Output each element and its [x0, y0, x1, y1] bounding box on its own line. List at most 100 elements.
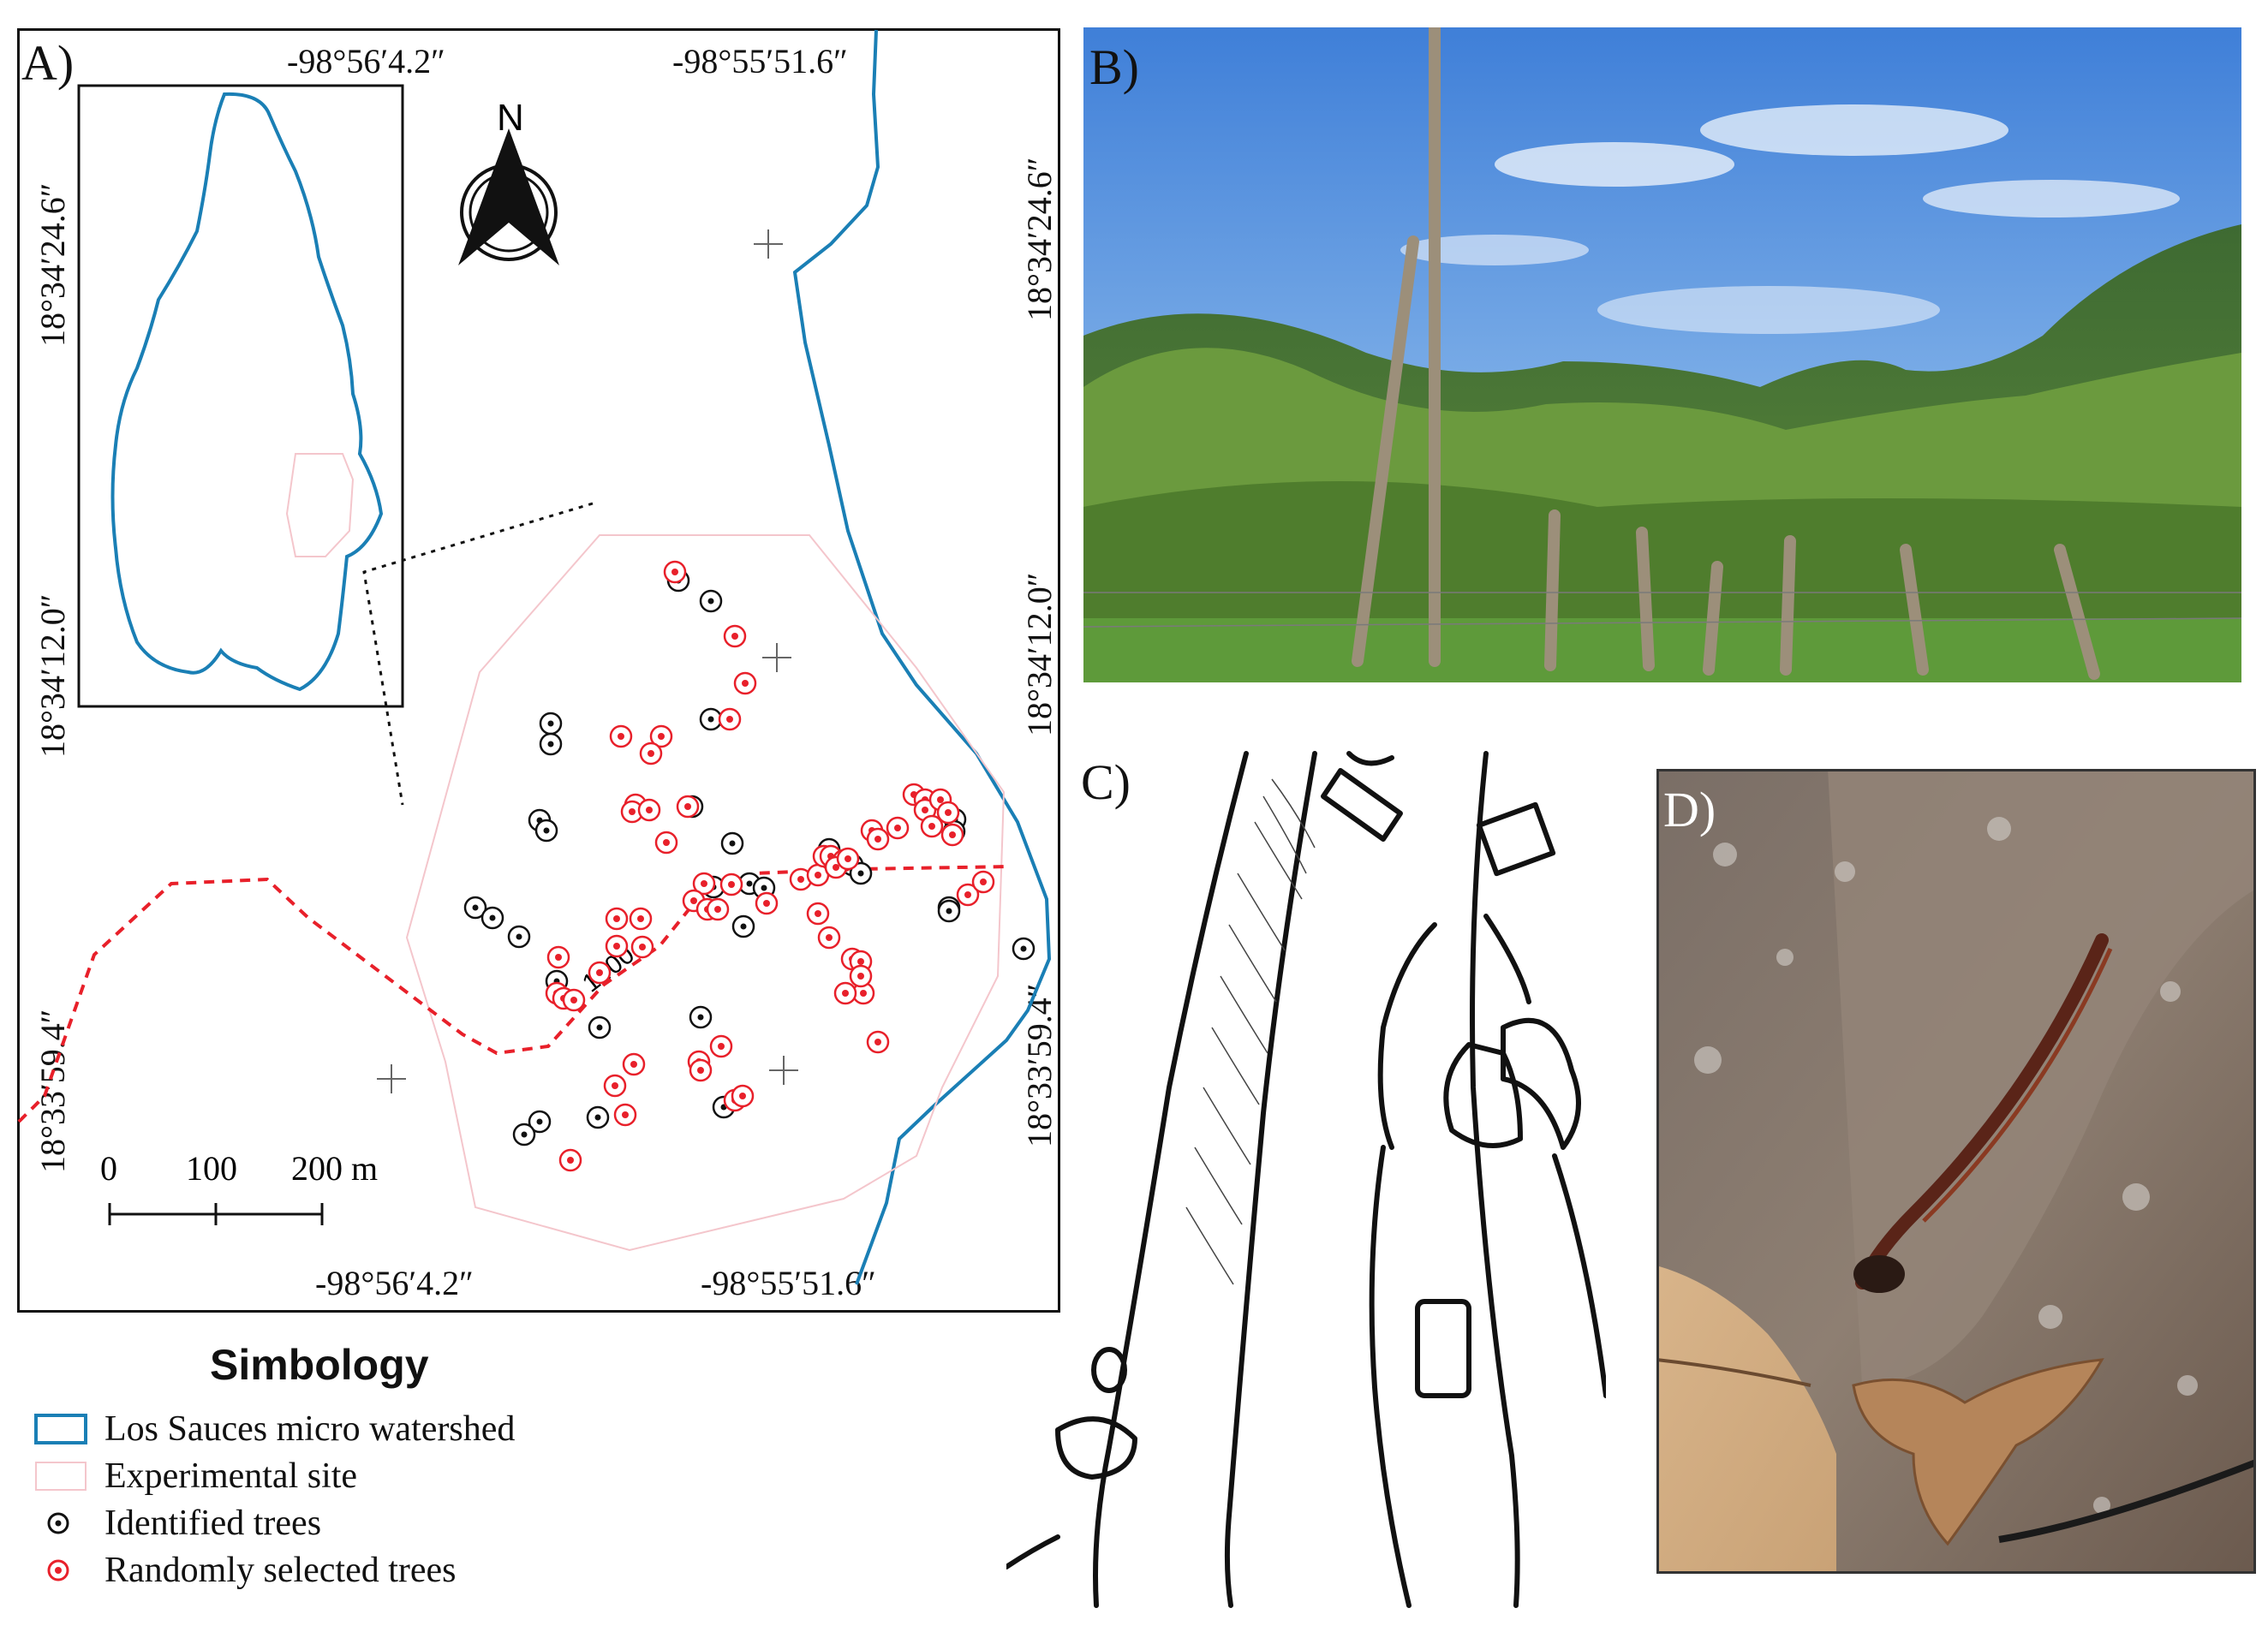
random-tree-marker: [940, 823, 964, 847]
trunk-left-edge: [1093, 751, 1249, 1608]
legend-watershed-swatch: [34, 1412, 87, 1446]
identified-trees-layer: [463, 569, 1036, 1147]
identified-tree-marker: [586, 1105, 610, 1129]
panel-b-label: B): [1089, 39, 1139, 95]
legend-random: Randomly selected trees: [34, 1550, 457, 1591]
random-trees-layer: [545, 560, 995, 1172]
legend-identified: Identified trees: [34, 1503, 321, 1544]
identified-tree-marker: [731, 914, 755, 938]
random-tree-marker: [806, 863, 830, 887]
north-label: N: [497, 97, 524, 139]
random-tree-marker: [562, 988, 586, 1012]
legend-title: Simbology: [210, 1341, 429, 1389]
random-tree-marker: [849, 964, 873, 988]
mallet-head: [1476, 801, 1556, 877]
random-tree-marker: [613, 1103, 637, 1127]
bark-photo: [1656, 769, 2256, 1574]
random-tree-marker: [866, 827, 890, 851]
identified-tree-marker: [588, 1016, 612, 1039]
random-tree-marker: [723, 624, 747, 648]
legend-random-label: Randomly selected trees: [104, 1551, 457, 1590]
random-tree-marker: [630, 935, 654, 959]
random-tree-marker: [609, 724, 633, 748]
worker-body: [1369, 1145, 1606, 1608]
random-tree-marker: [605, 907, 629, 931]
random-tree-marker: [936, 801, 960, 825]
identified-tree-marker: [720, 831, 744, 855]
trunk-right-edge: [1470, 751, 1520, 1608]
random-tree-marker: [629, 907, 653, 931]
random-tree-marker: [806, 902, 830, 926]
identified-tree-marker: [849, 861, 873, 885]
random-tree-marker: [676, 795, 700, 819]
random-tree-marker: [622, 1052, 646, 1076]
identified-tree-marker: [528, 1110, 552, 1134]
random-tree-marker: [654, 831, 678, 855]
identified-tree-marker: [539, 732, 563, 756]
random-tree-marker: [718, 707, 742, 731]
inset-site-outline: [285, 453, 355, 557]
legend-watershed: Los Sauces micro watershed: [34, 1409, 515, 1450]
random-tree-marker: [689, 1058, 713, 1082]
random-tree-marker: [755, 891, 779, 915]
worker-hat: [1501, 1017, 1581, 1150]
identified-tree-marker: [512, 1123, 536, 1147]
identified-tree-marker: [539, 712, 563, 736]
random-tree-marker: [836, 847, 860, 871]
grid-crosses: [377, 229, 798, 1093]
random-tree-marker: [588, 961, 612, 985]
identified-tree-marker: [699, 707, 723, 731]
worker-arm-upper: [1377, 922, 1437, 1150]
worker-pocket: [1415, 1299, 1471, 1398]
inset-frame: [77, 84, 404, 708]
tapping-illustration: [1006, 751, 1606, 1608]
random-tree-marker: [706, 897, 730, 921]
random-tree-marker: [956, 883, 980, 907]
legend-watershed-label: Los Sauces micro watershed: [104, 1409, 516, 1449]
inset-watershed-outline: [110, 92, 384, 692]
identified-tree-marker: [1012, 937, 1036, 961]
identified-tree-marker: [689, 1005, 713, 1029]
random-tree-marker: [603, 1074, 627, 1098]
random-tree-marker: [833, 981, 857, 1005]
identified-tree-marker: [507, 925, 531, 949]
random-tree-marker: [731, 1084, 755, 1108]
random-tree-marker: [719, 873, 743, 896]
random-tree-marker: [971, 870, 995, 894]
watershed-boundary: [792, 29, 1052, 1285]
map-panel: [17, 28, 1060, 1313]
identified-tree-marker: [480, 906, 504, 930]
random-tree-marker: [692, 872, 716, 896]
scale-200: 200 m: [291, 1149, 378, 1188]
bark-photo-frame: [1656, 769, 2256, 1574]
random-tree-marker: [866, 1030, 890, 1054]
random-tree-marker: [886, 816, 910, 840]
worker-head: [1443, 1042, 1523, 1148]
panel-a-label: A): [21, 35, 75, 91]
landscape-photo: [1083, 27, 2241, 682]
top-lon-left: -98°56′4.2″: [287, 42, 445, 80]
random-tree-marker: [620, 800, 644, 824]
bottom-lon-left: -98°56′4.2″: [315, 1264, 474, 1302]
scale-100: 100: [186, 1149, 237, 1188]
random-tree-marker: [920, 814, 944, 838]
legend-identified-icon: [34, 1506, 87, 1540]
random-tree-marker: [546, 945, 570, 969]
top-lon-right: -98°55′51.6″: [672, 42, 848, 80]
chisel-handle: [1321, 768, 1403, 842]
random-tree-marker: [733, 671, 757, 695]
dry-leaf: [1852, 1358, 2104, 1546]
identified-tree-marker: [463, 896, 487, 920]
scale-bar: [108, 1203, 324, 1225]
north-arrow: [458, 128, 559, 265]
legend-site-swatch: [34, 1459, 87, 1493]
identified-tree-marker: [699, 589, 723, 613]
random-tree-marker: [649, 724, 673, 748]
random-tree-marker: [639, 742, 663, 765]
panel-c-label: C): [1081, 754, 1131, 810]
random-tree-marker: [709, 1034, 733, 1058]
inset-leader-line: [362, 502, 594, 806]
random-tree-marker: [789, 867, 813, 891]
random-tree-marker: [663, 560, 687, 584]
